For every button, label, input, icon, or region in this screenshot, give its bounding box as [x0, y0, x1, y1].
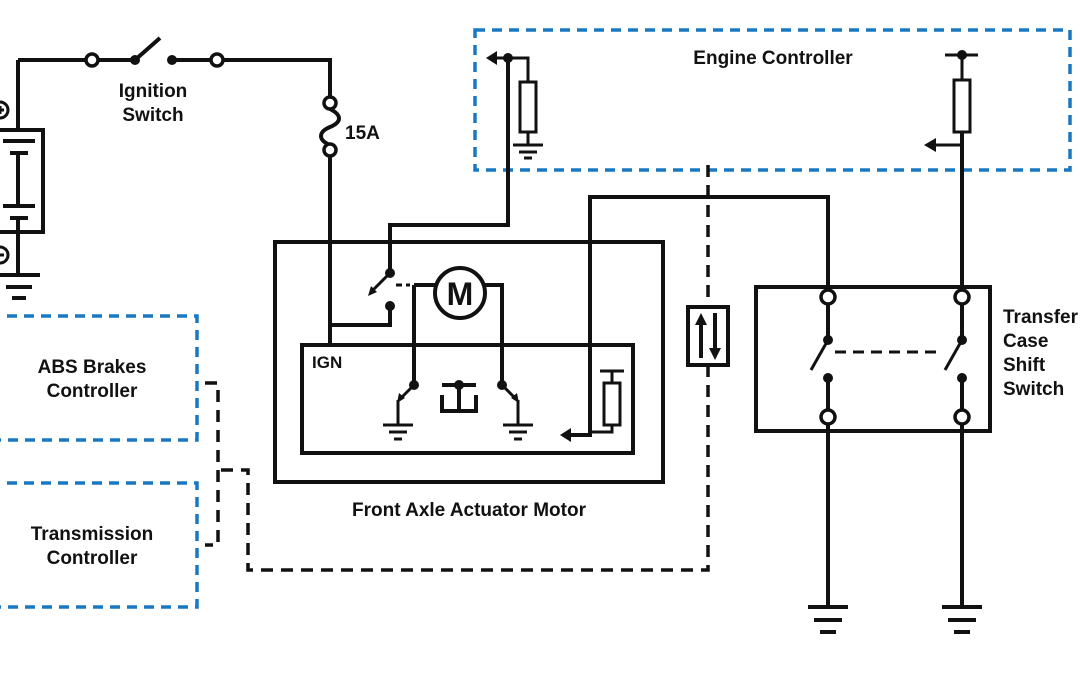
- transmission-label-2: Controller: [47, 548, 138, 569]
- battery-icon: [0, 100, 45, 265]
- switch-icon: [809, 288, 837, 426]
- transfer-label-2: Case: [1003, 331, 1048, 352]
- ignition-switch-label-1: Ignition: [119, 81, 188, 102]
- arrow-left-icon: [486, 51, 497, 65]
- motor-icon: M: [433, 266, 487, 320]
- ignition-wire: [18, 58, 332, 100]
- ign-label: IGN: [312, 353, 342, 372]
- transfer-case-switch-box: [754, 285, 992, 433]
- transfer-label-4: Switch: [1003, 379, 1064, 400]
- resistor-icon: [508, 56, 543, 160]
- transfer-left-wire: [570, 195, 830, 437]
- motor-switch-signal-wire: [388, 58, 510, 273]
- abs-label-2: Controller: [47, 381, 138, 402]
- data-bus-line: [205, 381, 220, 547]
- engine-controller-box: [473, 28, 1072, 172]
- switch-icon: [943, 288, 971, 426]
- transmission-controller-box: [0, 481, 199, 609]
- ground-icon: [0, 273, 40, 300]
- motor-label: M: [447, 276, 474, 312]
- ignition-switch-label-2: Switch: [122, 105, 183, 126]
- engine-controller-label: Engine Controller: [693, 48, 853, 69]
- transmission-label-1: Transmission: [31, 524, 154, 545]
- transistor-icon: [497, 380, 533, 441]
- arrow-left-icon: [560, 428, 571, 442]
- transfer-label-1: Transfer: [1003, 307, 1079, 328]
- resistor-icon: [945, 50, 978, 134]
- abs-controller-box: [0, 314, 199, 442]
- bidirectional-arrows-icon: [686, 305, 730, 367]
- transistor-icon: [383, 380, 419, 441]
- switch-icon: [84, 36, 225, 68]
- fuse-icon: [319, 95, 341, 158]
- fuse-rating: 15A: [345, 123, 380, 144]
- front-axle-label: Front Axle Actuator Motor: [352, 500, 587, 521]
- front-axle-actuator-box: [273, 240, 665, 484]
- switch-icon: [368, 268, 410, 311]
- ground-icon: [808, 605, 848, 634]
- data-bus-line: [218, 365, 710, 572]
- resistor-icon: [590, 369, 624, 434]
- transfer-label-3: Shift: [1003, 355, 1046, 376]
- abs-label-1: ABS Brakes: [38, 357, 147, 378]
- ground-icon: [942, 605, 982, 634]
- arrow-left-icon: [924, 138, 936, 152]
- ign-module-box: [300, 343, 635, 455]
- position-sensor-icon: [440, 380, 478, 413]
